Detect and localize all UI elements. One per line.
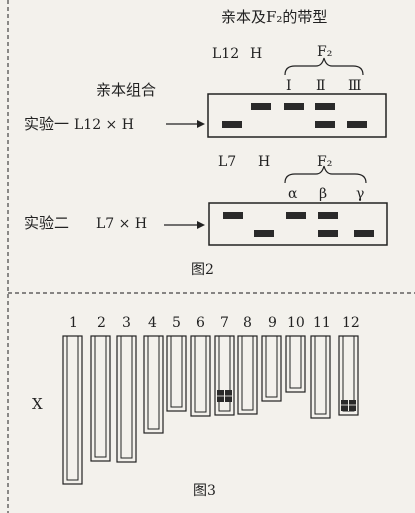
chromosome-5 [166, 335, 187, 412]
chromosome-number-10: 10 [287, 315, 305, 331]
exp2-band-h [254, 230, 274, 237]
exp2-band-beta-upper [318, 212, 338, 219]
exp2-band-alpha [286, 212, 306, 219]
exp2-f2-type-2: β [319, 186, 328, 202]
parent-combo-label: 亲本组合 [96, 81, 157, 99]
exp2-f2-brace [284, 165, 367, 184]
exp2-cross: L7 × H [96, 216, 148, 232]
exp1-label: 实验一 [24, 115, 70, 133]
exp1-cross: L12 × H [74, 117, 134, 133]
exp1-band-type1 [284, 103, 304, 110]
exp1-band-h [251, 103, 271, 110]
chromosome-9 [261, 335, 282, 402]
chromosome-8 [237, 335, 258, 415]
figure2-header: 亲本及F₂的带型 [221, 8, 328, 26]
exp1-arrow [166, 120, 205, 128]
exp2-f2-type-3: γ [356, 186, 365, 202]
chromosome-11 [310, 335, 331, 419]
exp1-band-l12 [222, 121, 242, 128]
chromosome-number-7: 7 [220, 315, 229, 331]
chromosome-number-1: 1 [69, 315, 78, 331]
chromosome-number-12: 12 [342, 315, 360, 331]
exp2-band-gamma [354, 230, 374, 237]
chromosome-7 [214, 335, 235, 416]
exp1-parent2-label: H [250, 46, 263, 62]
exp1-f2-type-3: Ⅲ [348, 78, 362, 94]
chromosome-3 [116, 335, 137, 463]
chromosome-number-9: 9 [268, 315, 277, 331]
exp1-f2-type-2: Ⅱ [316, 78, 326, 94]
chromosome-number-5: 5 [172, 315, 181, 331]
exp1-f2-brace [284, 57, 364, 76]
exp2-parent1-label: L7 [218, 154, 237, 170]
chromosome-4 [143, 335, 164, 434]
exp2-f2-label: F₂ [317, 154, 333, 170]
chromosome-number-11: 11 [313, 315, 331, 331]
chromosome-number-4: 4 [148, 315, 157, 331]
chromosome-12 [338, 335, 359, 416]
exp2-gel-box [208, 202, 388, 246]
chromosome-2 [90, 335, 111, 462]
figure2-caption: 图2 [191, 262, 214, 278]
exp2-parent2-label: H [258, 154, 271, 170]
exp1-band-type2-lower [315, 121, 335, 128]
exp1-gel-box [207, 93, 387, 138]
marker-x-label: X [32, 395, 43, 413]
exp2-band-beta-lower [318, 230, 338, 237]
exp2-band-l7 [223, 212, 243, 219]
exp1-f2-type-1: Ⅰ [286, 78, 292, 94]
chromosome-number-8: 8 [243, 315, 252, 331]
chromosome-10 [285, 335, 306, 393]
exp1-parent1-label: L12 [212, 46, 240, 62]
exp1-band-type2-upper [315, 103, 335, 110]
exp2-f2-type-1: α [288, 186, 298, 202]
chromosome-number-3: 3 [122, 315, 131, 331]
exp2-label: 实验二 [24, 214, 70, 232]
chromosome-number-2: 2 [97, 315, 106, 331]
chromosome-6 [190, 335, 211, 417]
exp1-f2-label: F₂ [317, 44, 333, 60]
figure3-caption: 图3 [193, 483, 216, 499]
exp2-arrow [164, 221, 205, 229]
chromosome-1 [62, 335, 83, 485]
chromosome-number-6: 6 [196, 315, 205, 331]
exp1-band-type3 [347, 121, 367, 128]
